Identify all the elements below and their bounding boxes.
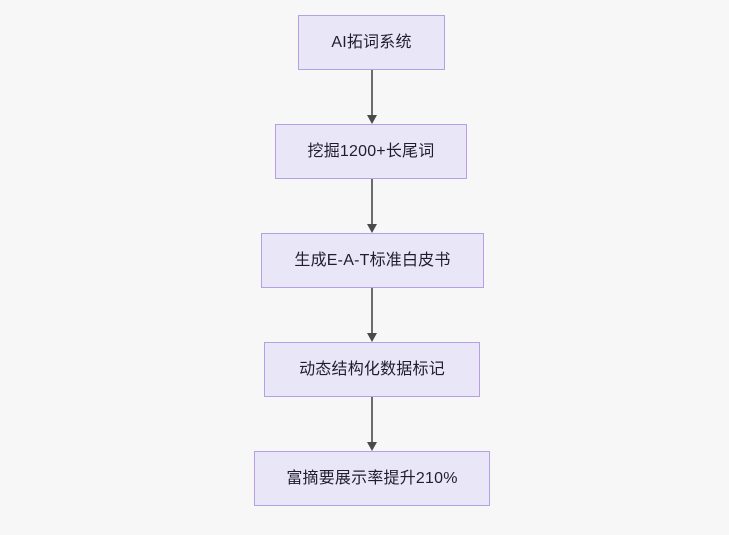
flowchart-node-mine-longtail-keywords[interactable]: 挖掘1200+长尾词 <box>275 124 467 179</box>
flowchart-node-label: 富摘要展示率提升210% <box>286 469 458 487</box>
arrow-down-icon <box>367 115 377 124</box>
flowchart-node-ai-keyword-system[interactable]: AI拓词系统 <box>298 15 445 70</box>
arrow-down-icon <box>367 442 377 451</box>
flowchart-node-generate-eat-whitepaper[interactable]: 生成E-A-T标准白皮书 <box>261 233 484 288</box>
arrow-down-icon <box>367 224 377 233</box>
edge-line <box>371 288 373 333</box>
flowchart-node-label: 动态结构化数据标记 <box>299 360 445 378</box>
flowchart-node-dynamic-structured-data-markup[interactable]: 动态结构化数据标记 <box>264 342 480 397</box>
edge-line <box>371 397 373 442</box>
flowchart-node-label: 生成E-A-T标准白皮书 <box>294 251 451 269</box>
arrow-down-icon <box>367 333 377 342</box>
flowchart-node-label: AI拓词系统 <box>331 33 412 51</box>
edge-line <box>371 179 373 224</box>
flowchart-node-label: 挖掘1200+长尾词 <box>307 142 435 160</box>
edge-line <box>371 70 373 115</box>
flowchart-node-rich-snippet-impression-uplift[interactable]: 富摘要展示率提升210% <box>254 451 490 506</box>
